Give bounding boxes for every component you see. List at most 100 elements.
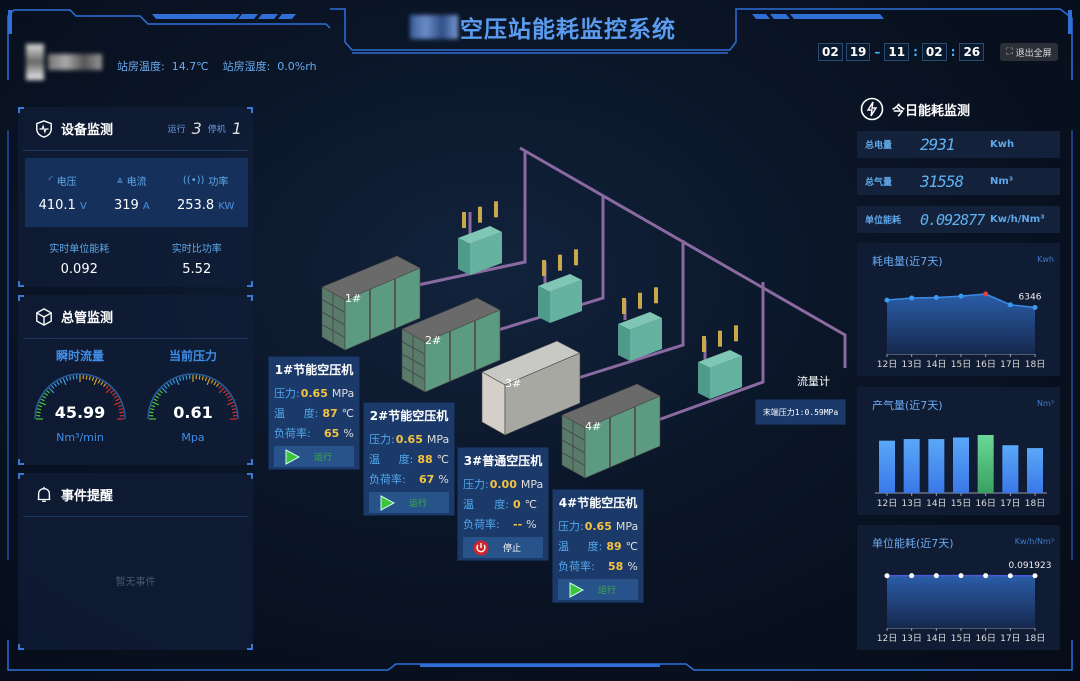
gauge-tick bbox=[153, 398, 158, 402]
compressor-1[interactable]: 1# bbox=[321, 255, 421, 351]
gauge-tick bbox=[155, 395, 160, 399]
data-point bbox=[933, 573, 939, 579]
gauge-tick bbox=[198, 375, 201, 380]
gauge-tick bbox=[210, 379, 214, 384]
gauge-tick bbox=[112, 392, 116, 396]
events-panel: 事件提醒 暂无事件 bbox=[18, 473, 253, 650]
gauge-tick bbox=[93, 378, 98, 386]
gauge-tick bbox=[115, 398, 120, 402]
pressure-gauge-dial bbox=[147, 373, 239, 420]
gauge-tick bbox=[105, 387, 112, 394]
x-tick-label: 15日 bbox=[951, 498, 971, 509]
gauge-tick bbox=[149, 411, 154, 414]
clock-month: 02 bbox=[818, 43, 843, 61]
load-row: 负荷率:67% bbox=[369, 472, 449, 487]
play-icon bbox=[380, 494, 395, 511]
gauge-tick bbox=[161, 387, 168, 394]
run-status-button[interactable]: 运行 bbox=[369, 492, 449, 513]
compressor-tag: 1# bbox=[345, 292, 361, 305]
gauge-tick bbox=[232, 411, 237, 414]
x-tick-label: 13日 bbox=[901, 359, 921, 370]
shield-pulse-icon bbox=[36, 119, 52, 138]
data-point bbox=[1032, 573, 1038, 579]
panel-corner bbox=[247, 281, 253, 287]
gauge-tick bbox=[100, 381, 104, 386]
run-status-button[interactable]: 运行 bbox=[274, 446, 354, 467]
gauge-tick bbox=[36, 411, 41, 414]
gauge-tick bbox=[218, 387, 225, 394]
temperature-row: 温度:88℃ bbox=[369, 452, 449, 467]
panel-title: 事件提醒 bbox=[61, 489, 114, 504]
exit-fullscreen-button[interactable]: ⛶退出全屏 bbox=[1000, 43, 1058, 61]
gauge-tick bbox=[150, 408, 155, 411]
gauge-tick bbox=[223, 389, 227, 394]
data-point bbox=[983, 291, 989, 297]
clock-hour: 11 bbox=[884, 43, 910, 61]
company-logo bbox=[26, 44, 106, 80]
gauge-tick bbox=[118, 408, 123, 411]
compressor-tag: 4# bbox=[585, 420, 601, 433]
x-tick-label: 12日 bbox=[877, 498, 897, 509]
gauge-tick bbox=[175, 378, 180, 386]
panel-title: 总管监测 bbox=[61, 311, 114, 326]
run-status-button[interactable]: 运行 bbox=[558, 579, 638, 600]
end-pressure-box: 末端压力1:0.59MPa bbox=[755, 399, 846, 425]
chart-title: 耗电量(近7天) bbox=[872, 255, 943, 268]
no-events-text: 暂无事件 bbox=[115, 577, 156, 588]
page-title: 空压站能耗监控系统 bbox=[410, 10, 676, 44]
gauge-tick bbox=[48, 387, 55, 394]
gauge-tick bbox=[40, 398, 45, 402]
stop-status-button[interactable]: 停止 bbox=[463, 537, 543, 558]
gauge-tick bbox=[169, 381, 173, 386]
bar bbox=[977, 435, 994, 493]
temperature-row: 温度:89℃ bbox=[558, 539, 638, 554]
compressor-3[interactable]: 3# bbox=[481, 340, 581, 436]
gauge-tick bbox=[113, 395, 118, 399]
air-tank bbox=[618, 287, 662, 361]
gauge-tick bbox=[44, 392, 48, 396]
compressor-4[interactable]: 4# bbox=[561, 383, 661, 479]
data-point bbox=[1007, 302, 1013, 308]
gauge-tick bbox=[110, 389, 114, 394]
gauge-tick bbox=[206, 378, 211, 386]
gauge-tick bbox=[117, 404, 123, 408]
signal-icon: ((•)) bbox=[182, 174, 205, 186]
x-tick-label: 17日 bbox=[1000, 498, 1020, 509]
gauge-tick bbox=[185, 375, 188, 380]
compressor-2[interactable]: 2# bbox=[401, 297, 501, 393]
gauge-tick bbox=[182, 376, 185, 381]
blurred-company-name bbox=[410, 15, 458, 39]
gauge-tick bbox=[225, 392, 229, 396]
panel-corner bbox=[247, 644, 253, 650]
compressor-tag: 3# bbox=[505, 377, 521, 390]
gauge-tick bbox=[231, 408, 236, 411]
x-tick-label: 16日 bbox=[975, 359, 995, 370]
area-fill bbox=[887, 294, 1035, 354]
gauge-tick bbox=[59, 379, 63, 384]
bell-icon bbox=[37, 486, 51, 502]
x-tick-label: 18日 bbox=[1025, 359, 1045, 370]
chart-unit: Kwh bbox=[1037, 255, 1054, 264]
gauge-tick bbox=[226, 395, 231, 399]
data-point bbox=[909, 295, 915, 301]
x-tick-label: 14日 bbox=[926, 498, 946, 509]
chart-unit: Nm³ bbox=[1037, 399, 1054, 408]
gauge-tick bbox=[56, 381, 60, 386]
bar bbox=[879, 440, 895, 493]
gauge-tick bbox=[62, 378, 67, 386]
compressor-tag: 2# bbox=[425, 334, 441, 347]
gauge-tick bbox=[166, 383, 170, 387]
card-title: 1#节能空压机 bbox=[274, 363, 354, 377]
gauge-tick bbox=[230, 404, 236, 408]
gauge-tick bbox=[226, 401, 234, 406]
load-row: 负荷率:65% bbox=[274, 426, 354, 441]
data-point bbox=[884, 573, 890, 579]
